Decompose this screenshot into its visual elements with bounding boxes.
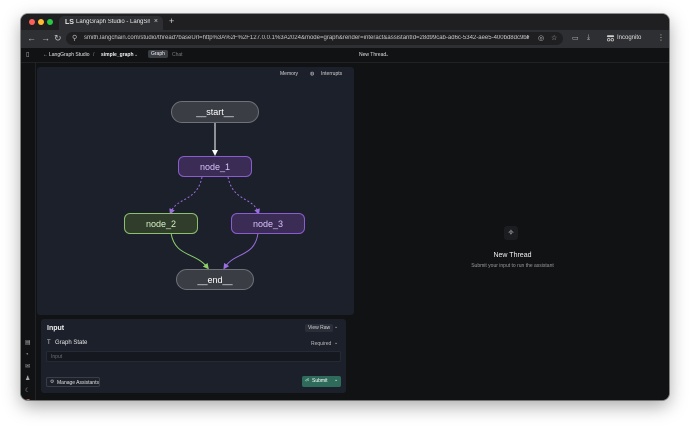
thread-subtitle: Submit your input to run the assistant bbox=[471, 263, 554, 269]
close-tab-icon[interactable]: × bbox=[153, 18, 158, 25]
node-start[interactable]: __start__ bbox=[171, 101, 259, 123]
graph-selector[interactable]: simple_graph bbox=[101, 52, 134, 58]
tab-chat[interactable]: Chat bbox=[172, 52, 183, 58]
browser-toolbar: ← → ↻ ⚲ smith.langchain.com/studio/threa… bbox=[21, 30, 669, 48]
thread-chevron-down-icon[interactable]: ⌄ bbox=[385, 52, 390, 58]
graph-state-chevron-icon[interactable]: ⌄ bbox=[334, 340, 339, 346]
graph-canvas[interactable]: Memory ◍ Interrupts bbox=[37, 67, 354, 315]
back-icon[interactable]: ← bbox=[43, 52, 48, 58]
node-node-2[interactable]: node_2 bbox=[124, 213, 198, 234]
submit-chevron-icon[interactable]: ⌄ bbox=[334, 377, 339, 383]
graph-state-label: Graph State bbox=[55, 340, 88, 346]
browser-tab-title: LangGraph Studio - LangSmith bbox=[76, 19, 150, 25]
users-icon[interactable]: ♟ bbox=[25, 376, 31, 382]
thread-selector[interactable]: New Thread bbox=[359, 52, 387, 58]
browser-tab-strip: LS LangGraph Studio - LangSmith × + bbox=[21, 14, 669, 30]
memory-button[interactable]: Memory bbox=[280, 71, 299, 77]
download-icon[interactable]: ⤓ bbox=[587, 34, 591, 41]
browser-menu-icon[interactable]: ⋮ bbox=[657, 33, 665, 42]
split-view-icon[interactable]: ▭ bbox=[572, 35, 579, 42]
eye-off-icon[interactable]: ◎ bbox=[538, 35, 545, 42]
close-window-button[interactable] bbox=[29, 19, 35, 25]
type-icon: T bbox=[47, 340, 51, 346]
required-label: Required bbox=[311, 341, 332, 347]
input-title: Input bbox=[47, 325, 65, 332]
view-raw-chevron-icon[interactable]: ⌄ bbox=[334, 324, 339, 330]
reload-icon[interactable]: ↻ bbox=[54, 33, 62, 43]
manage-assistants-icon: ⚙ bbox=[50, 379, 55, 385]
url-text: smith.langchain.com/studio/thread?baseUr… bbox=[84, 35, 529, 41]
browser-window: LS LangGraph Studio - LangSmith × + ← → … bbox=[21, 14, 669, 400]
incognito-icon bbox=[606, 35, 615, 42]
sidebar-toggle-icon[interactable]: ▯ bbox=[26, 52, 30, 58]
favicon-icon: LS bbox=[65, 19, 74, 26]
mail-icon[interactable]: ✉ bbox=[25, 364, 31, 370]
input-panel: Input View Raw ⌄ T Graph State Required … bbox=[41, 319, 346, 393]
node-2-label: node_2 bbox=[145, 218, 177, 229]
breadcrumb-separator: / bbox=[93, 52, 95, 58]
edge-node2-end bbox=[170, 232, 209, 270]
new-tab-button[interactable]: + bbox=[169, 16, 175, 26]
site-info-icon[interactable]: ⚲ bbox=[72, 35, 78, 42]
thread-title: New Thread bbox=[493, 252, 532, 259]
incognito-label: Incognito bbox=[617, 35, 642, 41]
input-field[interactable]: Input bbox=[46, 351, 341, 362]
minimize-window-button[interactable] bbox=[38, 19, 44, 25]
view-raw-button[interactable]: View Raw bbox=[305, 324, 334, 332]
graph-edges bbox=[169, 123, 260, 270]
bookmark-star-icon[interactable]: ☆ bbox=[551, 35, 558, 42]
back-arrow-icon[interactable]: ← bbox=[27, 33, 36, 43]
node-start-label: __start__ bbox=[196, 107, 234, 117]
edge-node1-node2 bbox=[169, 176, 203, 215]
tab-graph[interactable]: Graph bbox=[148, 50, 168, 58]
maximize-window-button[interactable] bbox=[47, 19, 53, 25]
sparkle-icon: ✧ bbox=[504, 226, 518, 240]
search-icon[interactable]: ⌕ bbox=[526, 34, 530, 41]
node-end[interactable]: __end__ bbox=[176, 269, 254, 290]
submit-button[interactable]: ⏎ Submit ⌄ bbox=[302, 376, 341, 387]
avatar[interactable] bbox=[25, 399, 31, 400]
node-3-label: node_3 bbox=[252, 218, 284, 229]
browser-tab-active[interactable]: LS LangGraph Studio - LangSmith × bbox=[59, 16, 163, 30]
bell-icon[interactable]: ◔ bbox=[25, 352, 29, 358]
node-node-1[interactable]: node_1 bbox=[178, 156, 252, 177]
thread-panel: ✧ New Thread Submit your input to run th… bbox=[356, 63, 669, 400]
manage-assistants-label: Manage Assistants bbox=[57, 380, 99, 386]
chevron-down-icon[interactable]: ⌄ bbox=[134, 52, 139, 58]
address-bar[interactable]: ⚲ smith.langchain.com/studio/thread?base… bbox=[66, 32, 563, 45]
submit-label: Submit bbox=[312, 378, 328, 384]
forward-arrow-icon[interactable]: → bbox=[41, 33, 50, 43]
interrupts-button[interactable]: Interrupts bbox=[321, 71, 343, 77]
app-header: ▯ ← LangGraph Studio / simple_graph ⌄ Gr… bbox=[21, 48, 669, 63]
node-1-label: node_1 bbox=[199, 161, 231, 172]
node-end-label: __end__ bbox=[197, 274, 233, 285]
submit-icon: ⏎ bbox=[305, 378, 310, 384]
docs-icon[interactable]: ▤ bbox=[25, 340, 31, 346]
edge-node1-node3 bbox=[227, 176, 260, 215]
manage-assistants-button[interactable]: ⚙ Manage Assistants bbox=[46, 377, 100, 387]
node-node-3[interactable]: node_3 bbox=[231, 213, 305, 234]
interrupts-icon[interactable]: ◍ bbox=[310, 71, 315, 77]
edge-node3-end bbox=[223, 232, 259, 270]
app-name[interactable]: LangGraph Studio bbox=[49, 52, 90, 58]
moon-icon[interactable]: ☾ bbox=[25, 388, 31, 394]
left-sidebar: ▤ ◔ ✉ ♟ ☾ bbox=[21, 63, 36, 400]
input-field-placeholder: Input bbox=[51, 354, 63, 360]
